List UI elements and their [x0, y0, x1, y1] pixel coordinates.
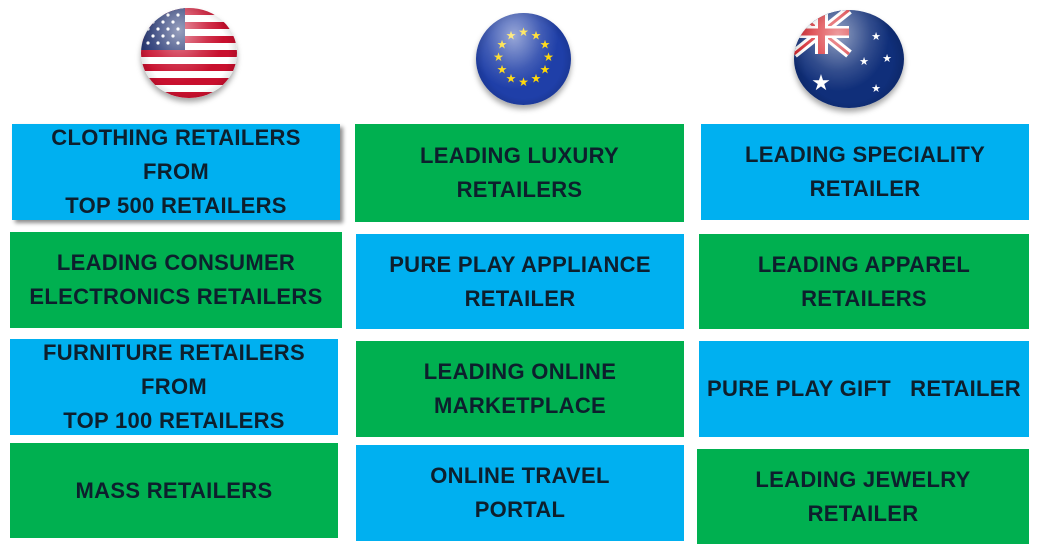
- svg-text:★: ★: [506, 72, 517, 86]
- tile-pure-play-gift-retailer: PURE PLAY GIFT RETAILER: [699, 341, 1029, 437]
- tile-label: LEADING SPECIALITY RETAILER: [744, 142, 986, 201]
- tile-label: ONLINE TRAVEL PORTAL: [430, 463, 610, 522]
- tile-furniture-retailers: FURNITURE RETAILERS FROM TOP 100 RETAILE…: [10, 339, 338, 435]
- svg-text:★: ★: [543, 50, 554, 64]
- tile-label: MASS RETAILERS: [75, 477, 273, 503]
- tile-mass-retailers: MASS RETAILERS: [10, 443, 338, 538]
- tile-label: PURE PLAY GIFT RETAILER: [707, 376, 1021, 401]
- eu-flag-icon: ★ ★ ★ ★ ★ ★ ★ ★ ★ ★ ★ ★: [476, 13, 571, 105]
- svg-text:★: ★: [531, 29, 542, 43]
- svg-text:★: ★: [871, 82, 881, 95]
- svg-text:★: ★: [497, 38, 508, 52]
- tile-label: LEADING ONLINE MARKETPLACE: [423, 359, 617, 418]
- australia-flag-icon: ★ ★ ★ ★ ★: [794, 10, 904, 108]
- usa-flag-icon: [141, 8, 237, 98]
- tile-online-travel-portal: ONLINE TRAVEL PORTAL: [356, 445, 684, 541]
- svg-text:★: ★: [882, 52, 892, 65]
- tile-label: PURE PLAY APPLIANCE RETAILER: [389, 251, 651, 311]
- tile-pure-play-appliance-retailer: PURE PLAY APPLIANCE RETAILER: [356, 234, 684, 329]
- tile-label: CLOTHING RETAILERS FROM TOP 500 RETAILER…: [51, 125, 301, 218]
- svg-text:★: ★: [493, 50, 504, 64]
- svg-text:★: ★: [540, 38, 551, 52]
- tile-apparel-retailers: LEADING APPAREL RETAILERS: [699, 234, 1029, 329]
- tile-online-marketplace: LEADING ONLINE MARKETPLACE: [356, 341, 684, 437]
- tile-consumer-electronics-retailers: LEADING CONSUMER ELECTRONICS RETAILERS: [10, 232, 342, 328]
- tile-label: LEADING CONSUMER ELECTRONICS RETAILERS: [29, 250, 323, 309]
- tile-label: LEADING JEWELRY RETAILER: [755, 466, 971, 526]
- svg-text:★: ★: [531, 72, 542, 86]
- svg-text:★: ★: [859, 55, 869, 68]
- svg-text:★: ★: [506, 29, 517, 43]
- svg-text:★: ★: [518, 25, 529, 39]
- svg-text:★: ★: [811, 71, 831, 96]
- tile-luxury-retailers: LEADING LUXURY RETAILERS: [355, 124, 684, 222]
- tile-speciality-retailer: LEADING SPECIALITY RETAILER: [701, 124, 1029, 220]
- svg-text:★: ★: [497, 63, 508, 77]
- tile-label: FURNITURE RETAILERS FROM TOP 100 RETAILE…: [43, 340, 305, 433]
- tile-label: LEADING APPAREL RETAILERS: [757, 251, 971, 311]
- tile-clothing-retailers: CLOTHING RETAILERS FROM TOP 500 RETAILER…: [12, 124, 340, 220]
- tile-label: LEADING LUXURY RETAILERS: [420, 143, 619, 202]
- svg-text:★: ★: [518, 75, 529, 89]
- tile-jewelry-retailer: LEADING JEWELRY RETAILER: [697, 449, 1029, 544]
- svg-text:★: ★: [540, 63, 551, 77]
- svg-text:★: ★: [871, 30, 881, 43]
